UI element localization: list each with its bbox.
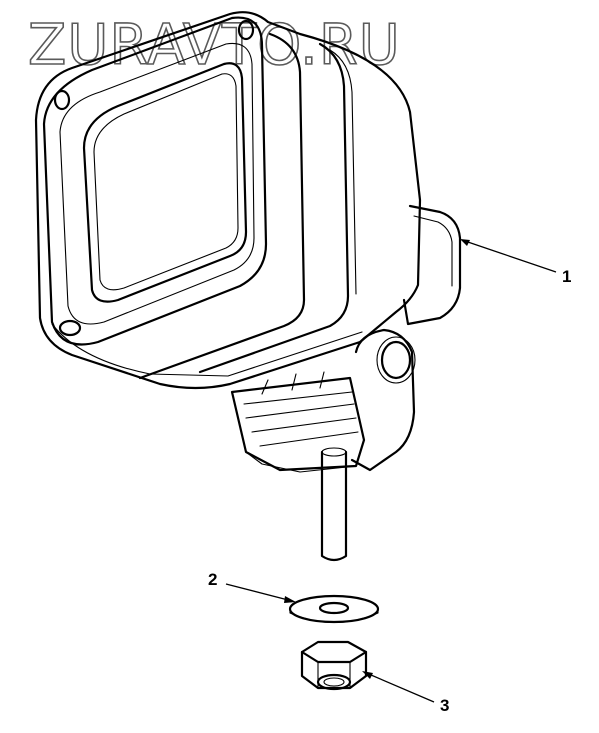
callout-1: 1: [460, 239, 571, 286]
bracket-pivot-bolt: [380, 340, 412, 380]
callout-1-leader: [461, 239, 557, 273]
callout-1-arrowhead: [460, 239, 470, 246]
bracket-rib-1: [243, 391, 353, 405]
bracket-ear: [350, 328, 416, 472]
callout-1-label: 1: [562, 267, 571, 286]
callout-2-leader: [225, 583, 293, 602]
nut-thread-inner: [323, 677, 345, 687]
front-bezel-outer: [42, 16, 268, 346]
callout-3-label: 3: [440, 696, 449, 715]
lens-inner-edge: [93, 73, 239, 291]
flat-washer: [288, 594, 380, 624]
nut-top-face: [300, 640, 368, 664]
stud-top: [321, 447, 347, 457]
bracket-foot: [245, 451, 357, 473]
hex-nut: [300, 640, 368, 691]
washer-hole: [318, 601, 350, 615]
stud-shaft: [320, 450, 348, 562]
callout-2-arrowhead: [284, 596, 296, 603]
cable-grommet-edge: [413, 215, 453, 287]
callout-2-label: 2: [208, 570, 217, 589]
bracket-side-tab: [261, 371, 325, 395]
callout-2: 2: [208, 570, 296, 603]
callout-3-arrowhead: [362, 671, 373, 679]
mounting-stud: [320, 447, 348, 562]
lens-face: [82, 62, 248, 303]
nut-thread-hole: [316, 673, 352, 691]
bracket-pivot-washer: [376, 336, 416, 384]
mounting-bracket: [230, 328, 416, 473]
bracket-rib-3: [251, 417, 357, 433]
housing-bottom-edge: [51, 323, 363, 377]
bezel-screw-top-left: [53, 89, 71, 111]
housing-band-rear: [198, 42, 350, 374]
bezel-screw-bottom-left: [58, 319, 82, 337]
work-lamp-housing: [34, 11, 462, 390]
bracket-rib-4: [259, 431, 359, 447]
washer-thickness: [289, 608, 379, 624]
housing-band-rear-inner: [329, 49, 357, 295]
housing-outline: [34, 11, 422, 390]
cable-grommet: [402, 204, 462, 326]
callout-3: 3: [362, 671, 449, 715]
front-bezel-inner: [59, 42, 255, 325]
housing-band-front: [138, 32, 306, 380]
callout-3-leader: [363, 671, 435, 703]
bracket-rib-2: [245, 403, 355, 419]
bezel-screw-top-right: [237, 19, 255, 41]
